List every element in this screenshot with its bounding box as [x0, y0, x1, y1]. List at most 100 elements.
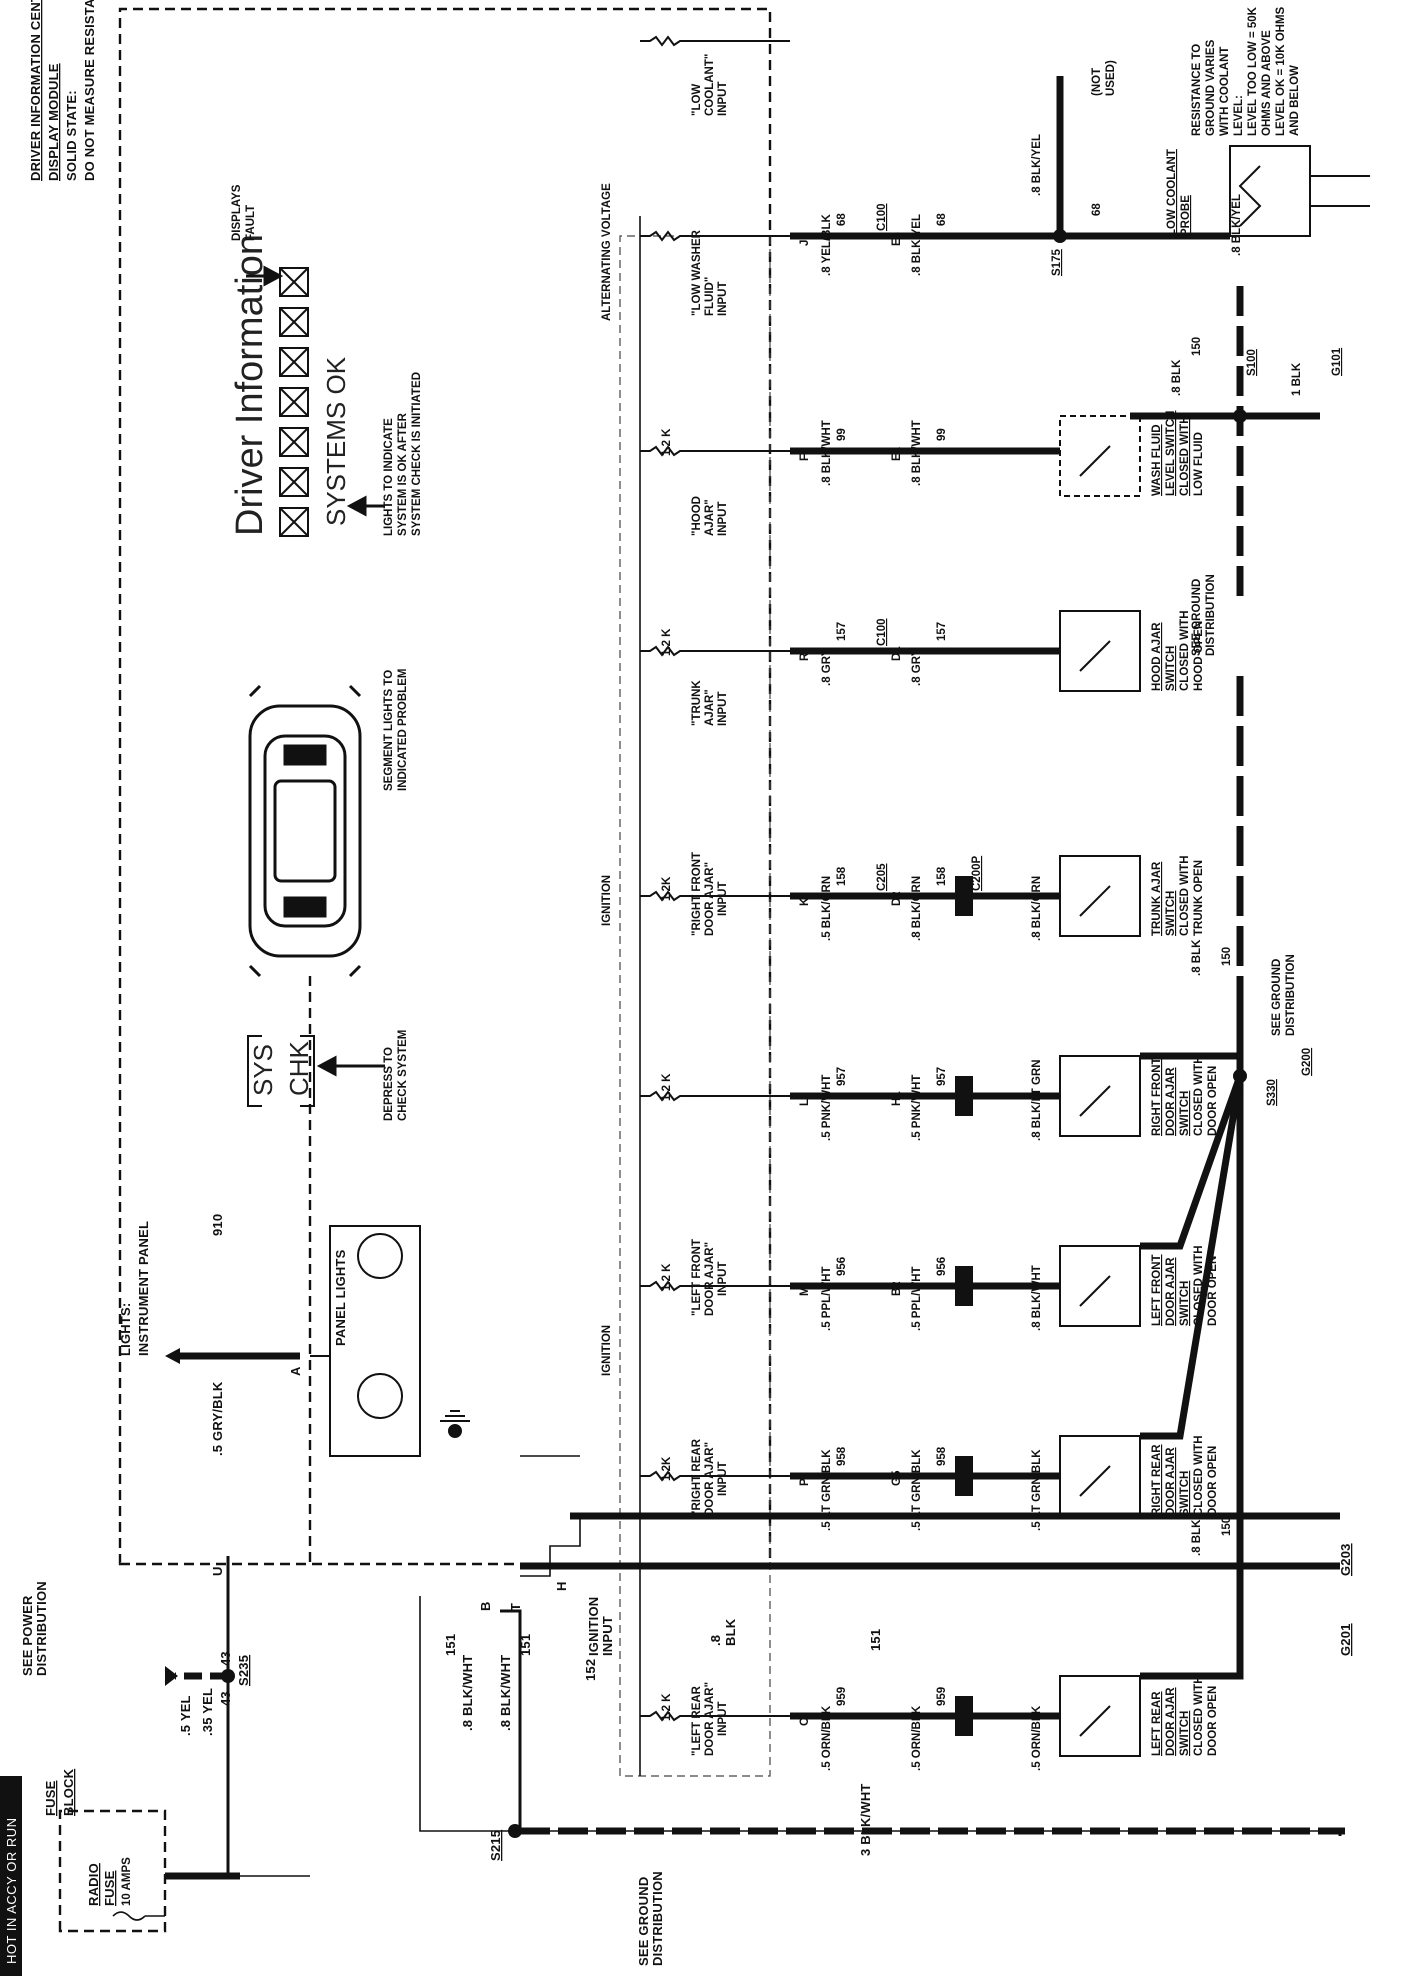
systems-ok: SYSTEMS OK: [321, 356, 351, 526]
wire-5a: .8 GRY: [821, 648, 833, 686]
res-2: 1.2 K: [661, 1263, 673, 1291]
pin-6: F: [799, 454, 811, 461]
conn-c205: C205: [876, 863, 888, 891]
inline-connectors: [955, 876, 973, 1736]
pin-b: B: [478, 1601, 493, 1611]
circ-1b: 958: [936, 1446, 948, 1466]
circ-2a: 956: [836, 1257, 848, 1276]
res-1: 1.2K: [661, 1456, 673, 1481]
input-4-2: AJAR": [704, 689, 716, 726]
sw0-3: SWITCH: [1179, 1711, 1191, 1756]
c152: 152: [583, 1659, 598, 1681]
circ-4b: 158: [936, 866, 948, 886]
pin2-2: B2: [891, 1281, 903, 1296]
pin-h: H: [554, 1581, 569, 1591]
see-ground-l2: DISTRIBUTION: [650, 1871, 665, 1966]
probe-10: AND BELOW: [1289, 65, 1301, 136]
wire-4a: .5 BLK/ORN: [821, 876, 833, 941]
input-0-3: INPUT: [717, 1702, 729, 1737]
pin-5: R: [799, 652, 811, 661]
lights-wire: .5 GRY/BLK: [210, 1381, 225, 1456]
circ-2b: 956: [936, 1257, 948, 1276]
circ-6b: 99: [936, 428, 948, 441]
blk-a: .8 BLK: [1191, 1519, 1203, 1556]
sw6-3: CLOSED WITH: [1179, 416, 1191, 497]
sw2-2: DOOR AJAR: [1165, 1257, 1177, 1326]
segment-display: [279, 267, 309, 537]
radio-fuse-2: FUSE: [102, 1870, 117, 1906]
sw1-4: CLOSED WITH: [1193, 1436, 1205, 1517]
conn-c200p: C200P: [971, 856, 983, 891]
c151-b: 151: [518, 1634, 533, 1656]
input-1-1: "RIGHT REAR: [691, 1438, 703, 1516]
sys-chk-button[interactable]: SYS CHK: [247, 1035, 315, 1107]
pin-t: T: [508, 1603, 523, 1611]
not-used-2: USED): [1105, 60, 1117, 96]
alternating-voltage: ALTERNATING VOLTAGE: [601, 183, 613, 321]
note-depress-1: DEPRESS TO: [383, 1047, 395, 1121]
note-lights-2: SYSTEM IS OK AFTER: [397, 412, 409, 536]
wire-0b: .5 ORN/BLK: [911, 1705, 923, 1771]
note-lights-3: SYSTEM CHECK IS INITIATED: [411, 372, 423, 536]
input-0-1: "LEFT REAR: [691, 1685, 703, 1756]
ignition-input-1: IGNITION: [586, 1597, 601, 1656]
switch-boxes: [1059, 415, 1141, 1757]
probe-3: RESISTANCE TO: [1191, 44, 1203, 136]
res-3: 1.2 K: [661, 1073, 673, 1101]
circ-7b: 68: [936, 213, 948, 226]
res-5: 1.2 K: [661, 628, 673, 656]
wire-1blk: 1 BLK: [1291, 362, 1303, 396]
input-4-3: INPUT: [717, 692, 729, 727]
c150-b: 150: [1221, 947, 1233, 966]
see-power-1: SEE POWER: [20, 1595, 35, 1676]
circ-3a: 957: [836, 1067, 848, 1086]
sw2-1: LEFT FRONT: [1151, 1254, 1163, 1326]
wire-1b: .5 LT GRN/BLK: [911, 1449, 923, 1531]
coolant-probe-icon: [1229, 145, 1370, 237]
wire-3b: .5 PNK/WHT: [911, 1075, 923, 1141]
wire-4c: .8 BLK/ORN: [1031, 876, 1043, 941]
wire-4b: .8 BLK/ORN: [911, 876, 923, 941]
input-5-3: INPUT: [717, 502, 729, 537]
panel-lights: [310, 1225, 421, 1457]
s100-label: S100: [1246, 349, 1258, 376]
sw1-1: RIGHT REAR: [1151, 1444, 1163, 1516]
pin-7: J: [799, 240, 811, 246]
wire-b-label: .8 BLK/WHT: [460, 1655, 475, 1731]
dic-title: DRIVER INFORMATION CENTER (DIC): [28, 0, 43, 181]
fuse-circuit-2: 43: [218, 1651, 233, 1666]
sw1-3: SWITCH: [1179, 1471, 1191, 1516]
g101-label: G101: [1331, 347, 1343, 376]
hot-in-label: HOT IN ACCY OR RUN: [4, 1818, 19, 1964]
circ-7a: 68: [836, 213, 848, 226]
input-2-1: "LEFT FRONT: [691, 1239, 703, 1316]
pin2-7: E3: [891, 232, 903, 246]
not-used-1: (NOT: [1091, 68, 1103, 96]
dic-note1: SOLID STATE:: [64, 90, 79, 181]
pin-4: K: [799, 897, 811, 906]
input-7-2: COOLANT": [704, 54, 716, 116]
sw4-2: SWITCH: [1165, 891, 1177, 936]
input-7-1: "LOW: [691, 84, 703, 116]
wire-t-label: .8 BLK/WHT: [498, 1655, 513, 1731]
sw1-2: DOOR AJAR: [1165, 1447, 1177, 1516]
res-6: 1.2 K: [661, 428, 673, 456]
sw6-1: WASH FLUID: [1151, 424, 1163, 496]
circ-1a: 958: [836, 1446, 848, 1466]
circ-0a: 959: [836, 1687, 848, 1706]
pin-u: U: [210, 1566, 225, 1576]
input-area: [619, 235, 771, 1777]
sw5-2: SWITCH: [1165, 646, 1177, 691]
input-2-3: INPUT: [717, 1262, 729, 1297]
circ-0b: 959: [936, 1687, 948, 1706]
wire-0a: .5 ORN/BLK: [821, 1705, 833, 1771]
c68-r: 68: [1091, 203, 1103, 216]
probe-8: OHMS AND ABOVE: [1261, 30, 1273, 136]
wire-3a: .5 PNK/WHT: [821, 1075, 833, 1141]
wire-0c: .5 ORN/BLK: [1031, 1705, 1043, 1771]
sw5-1: HOOD AJAR: [1151, 622, 1163, 691]
sw0-1: LEFT REAR: [1151, 1691, 1163, 1756]
see-ground-c2: DISTRIBUTION: [1285, 954, 1297, 1036]
wire-h2: BLK: [723, 1618, 738, 1646]
